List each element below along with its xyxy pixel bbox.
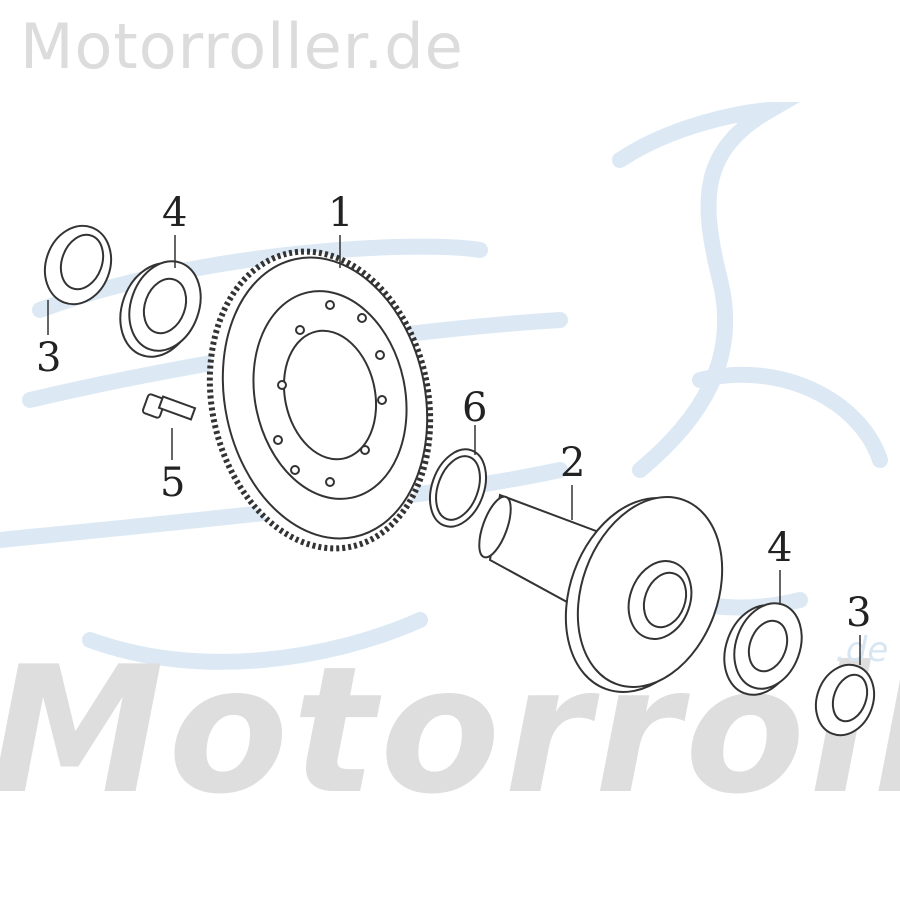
callout-1: 1 (328, 190, 354, 236)
bolt (141, 393, 197, 421)
callout-4-left: 4 (162, 190, 188, 236)
watermark-top: Motorroller.de (20, 10, 464, 83)
callout-3-left: 3 (36, 335, 62, 381)
callout-5: 5 (160, 460, 186, 506)
watermark-suffix: .de (835, 630, 889, 670)
callout-3-right: 3 (846, 590, 872, 636)
leader-lines (47, 235, 861, 665)
circlip (428, 448, 488, 528)
bearing-left (119, 260, 202, 358)
oil-seal-left (43, 224, 113, 306)
oil-seal-right (814, 663, 876, 737)
callout-4-right: 4 (767, 525, 793, 571)
ring-gear (206, 248, 434, 552)
callout-2: 2 (560, 440, 586, 486)
output-shaft (478, 493, 724, 693)
callout-6: 6 (462, 385, 488, 431)
bearing-right (723, 602, 803, 696)
